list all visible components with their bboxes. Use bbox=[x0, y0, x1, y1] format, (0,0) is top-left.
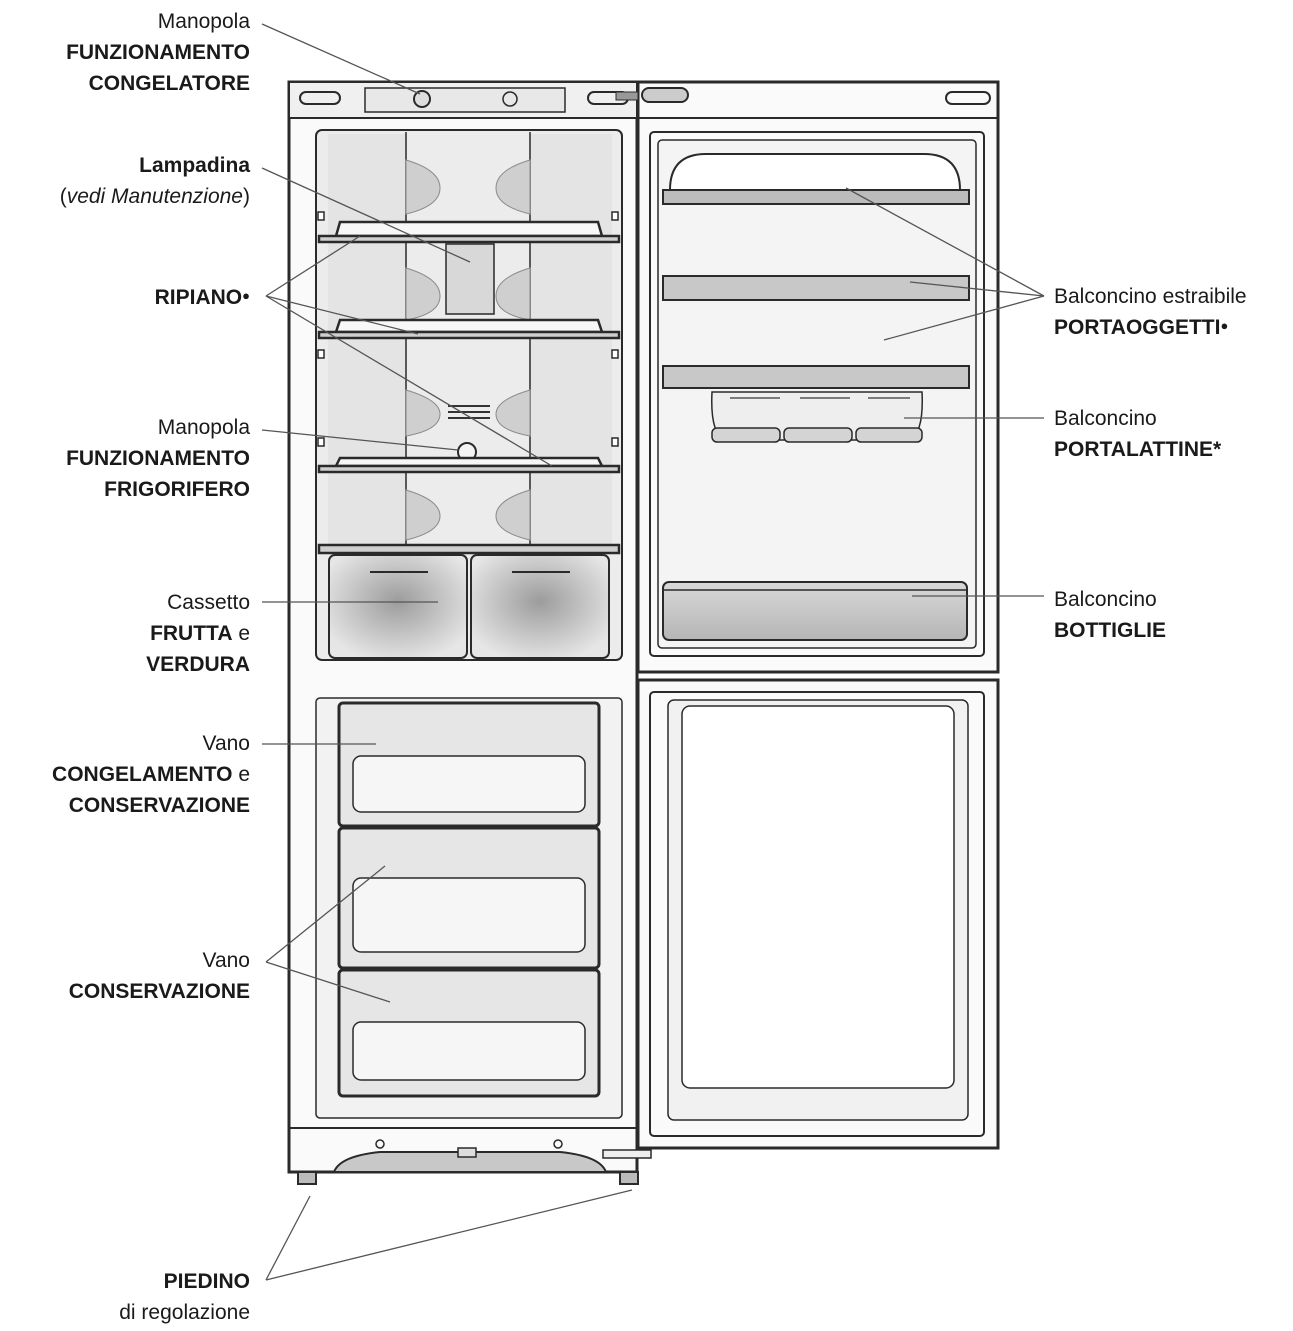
label-crisper-line2-bold: FRUTTA bbox=[150, 622, 233, 645]
label-door-rack-line2: PORTAOGGETTI bbox=[1054, 316, 1221, 339]
label-can-rack-line2: PORTALATTINE* bbox=[1054, 438, 1222, 461]
fridge-interior bbox=[315, 129, 623, 661]
label-freezer-knob-line3: CONGELATORE bbox=[88, 72, 250, 95]
label-crisper-line2-tail: e bbox=[232, 622, 250, 645]
leader-lines bbox=[261, 23, 1045, 1281]
label-lamp: Lampadina (vedi Manutenzione) bbox=[60, 150, 250, 212]
label-shelf: RIPIANO● bbox=[155, 282, 250, 313]
crisper-left bbox=[328, 554, 468, 659]
label-foot-line1: PIEDINO bbox=[163, 1270, 250, 1293]
label-fridge-knob: Manopola FUNZIONAMENTO FRIGORIFERO bbox=[66, 412, 250, 505]
base bbox=[289, 1127, 652, 1185]
label-crisper-line3: VERDURA bbox=[146, 653, 250, 676]
label-bottle-rack: Balconcino BOTTIGLIE bbox=[1054, 584, 1166, 646]
label-freezing-line2-tail: e bbox=[232, 763, 250, 786]
label-fridge-knob-line3: FRIGORIFERO bbox=[104, 478, 250, 501]
label-foot: PIEDINO di regolazione bbox=[119, 1266, 250, 1328]
foot-right bbox=[619, 1171, 639, 1185]
crisper-right bbox=[470, 554, 610, 659]
label-door-rack-mark: ● bbox=[1220, 318, 1229, 333]
label-storage-line1: Vano bbox=[202, 949, 251, 972]
bottle-rack-shape bbox=[662, 581, 968, 641]
label-lamp-line1: Lampadina bbox=[139, 154, 250, 177]
label-freezer-knob-line1: Manopola bbox=[157, 10, 250, 33]
fridge-door bbox=[615, 80, 1000, 674]
freezer-interior bbox=[315, 697, 623, 1119]
label-freezing-compartment: Vano CONGELAMENTO e CONSERVAZIONE bbox=[52, 728, 250, 821]
foot-left bbox=[297, 1171, 317, 1185]
label-freezing-line2-bold: CONGELAMENTO bbox=[52, 763, 233, 786]
label-can-rack-line1: Balconcino bbox=[1054, 407, 1157, 430]
label-freezer-knob-line2: FUNZIONAMENTO bbox=[66, 41, 250, 64]
label-crisper: Cassetto FRUTTA e VERDURA bbox=[146, 587, 250, 680]
label-door-rack: Balconcino estraibile PORTAOGGETTI● bbox=[1054, 281, 1247, 343]
label-freezer-knob: Manopola FUNZIONAMENTO CONGELATORE bbox=[66, 6, 250, 99]
label-storage-line2: CONSERVAZIONE bbox=[68, 980, 250, 1003]
label-bottle-rack-line2: BOTTIGLIE bbox=[1054, 619, 1166, 642]
label-fridge-knob-line2: FUNZIONAMENTO bbox=[66, 447, 250, 470]
lamp-shape bbox=[445, 243, 495, 315]
label-storage-compartment: Vano CONSERVAZIONE bbox=[69, 945, 250, 1007]
label-door-rack-line1: Balconcino estraibile bbox=[1054, 285, 1247, 308]
label-freezing-line1: Vano bbox=[202, 732, 251, 755]
label-freezing-line3: CONSERVAZIONE bbox=[68, 794, 250, 817]
freezer-knob-shape bbox=[413, 90, 431, 108]
label-bottle-rack-line1: Balconcino bbox=[1054, 588, 1157, 611]
label-crisper-line1: Cassetto bbox=[167, 591, 250, 614]
label-foot-line2: di regolazione bbox=[119, 1301, 250, 1324]
label-lamp-line2: (vedi Manutenzione) bbox=[59, 185, 250, 208]
label-can-rack: Balconcino PORTALATTINE* bbox=[1054, 403, 1221, 465]
label-shelf-mark: ● bbox=[242, 288, 250, 303]
label-shelf-text: RIPIANO bbox=[154, 286, 243, 309]
label-fridge-knob-line1: Manopola bbox=[157, 416, 250, 439]
freezer-door bbox=[636, 678, 1000, 1150]
